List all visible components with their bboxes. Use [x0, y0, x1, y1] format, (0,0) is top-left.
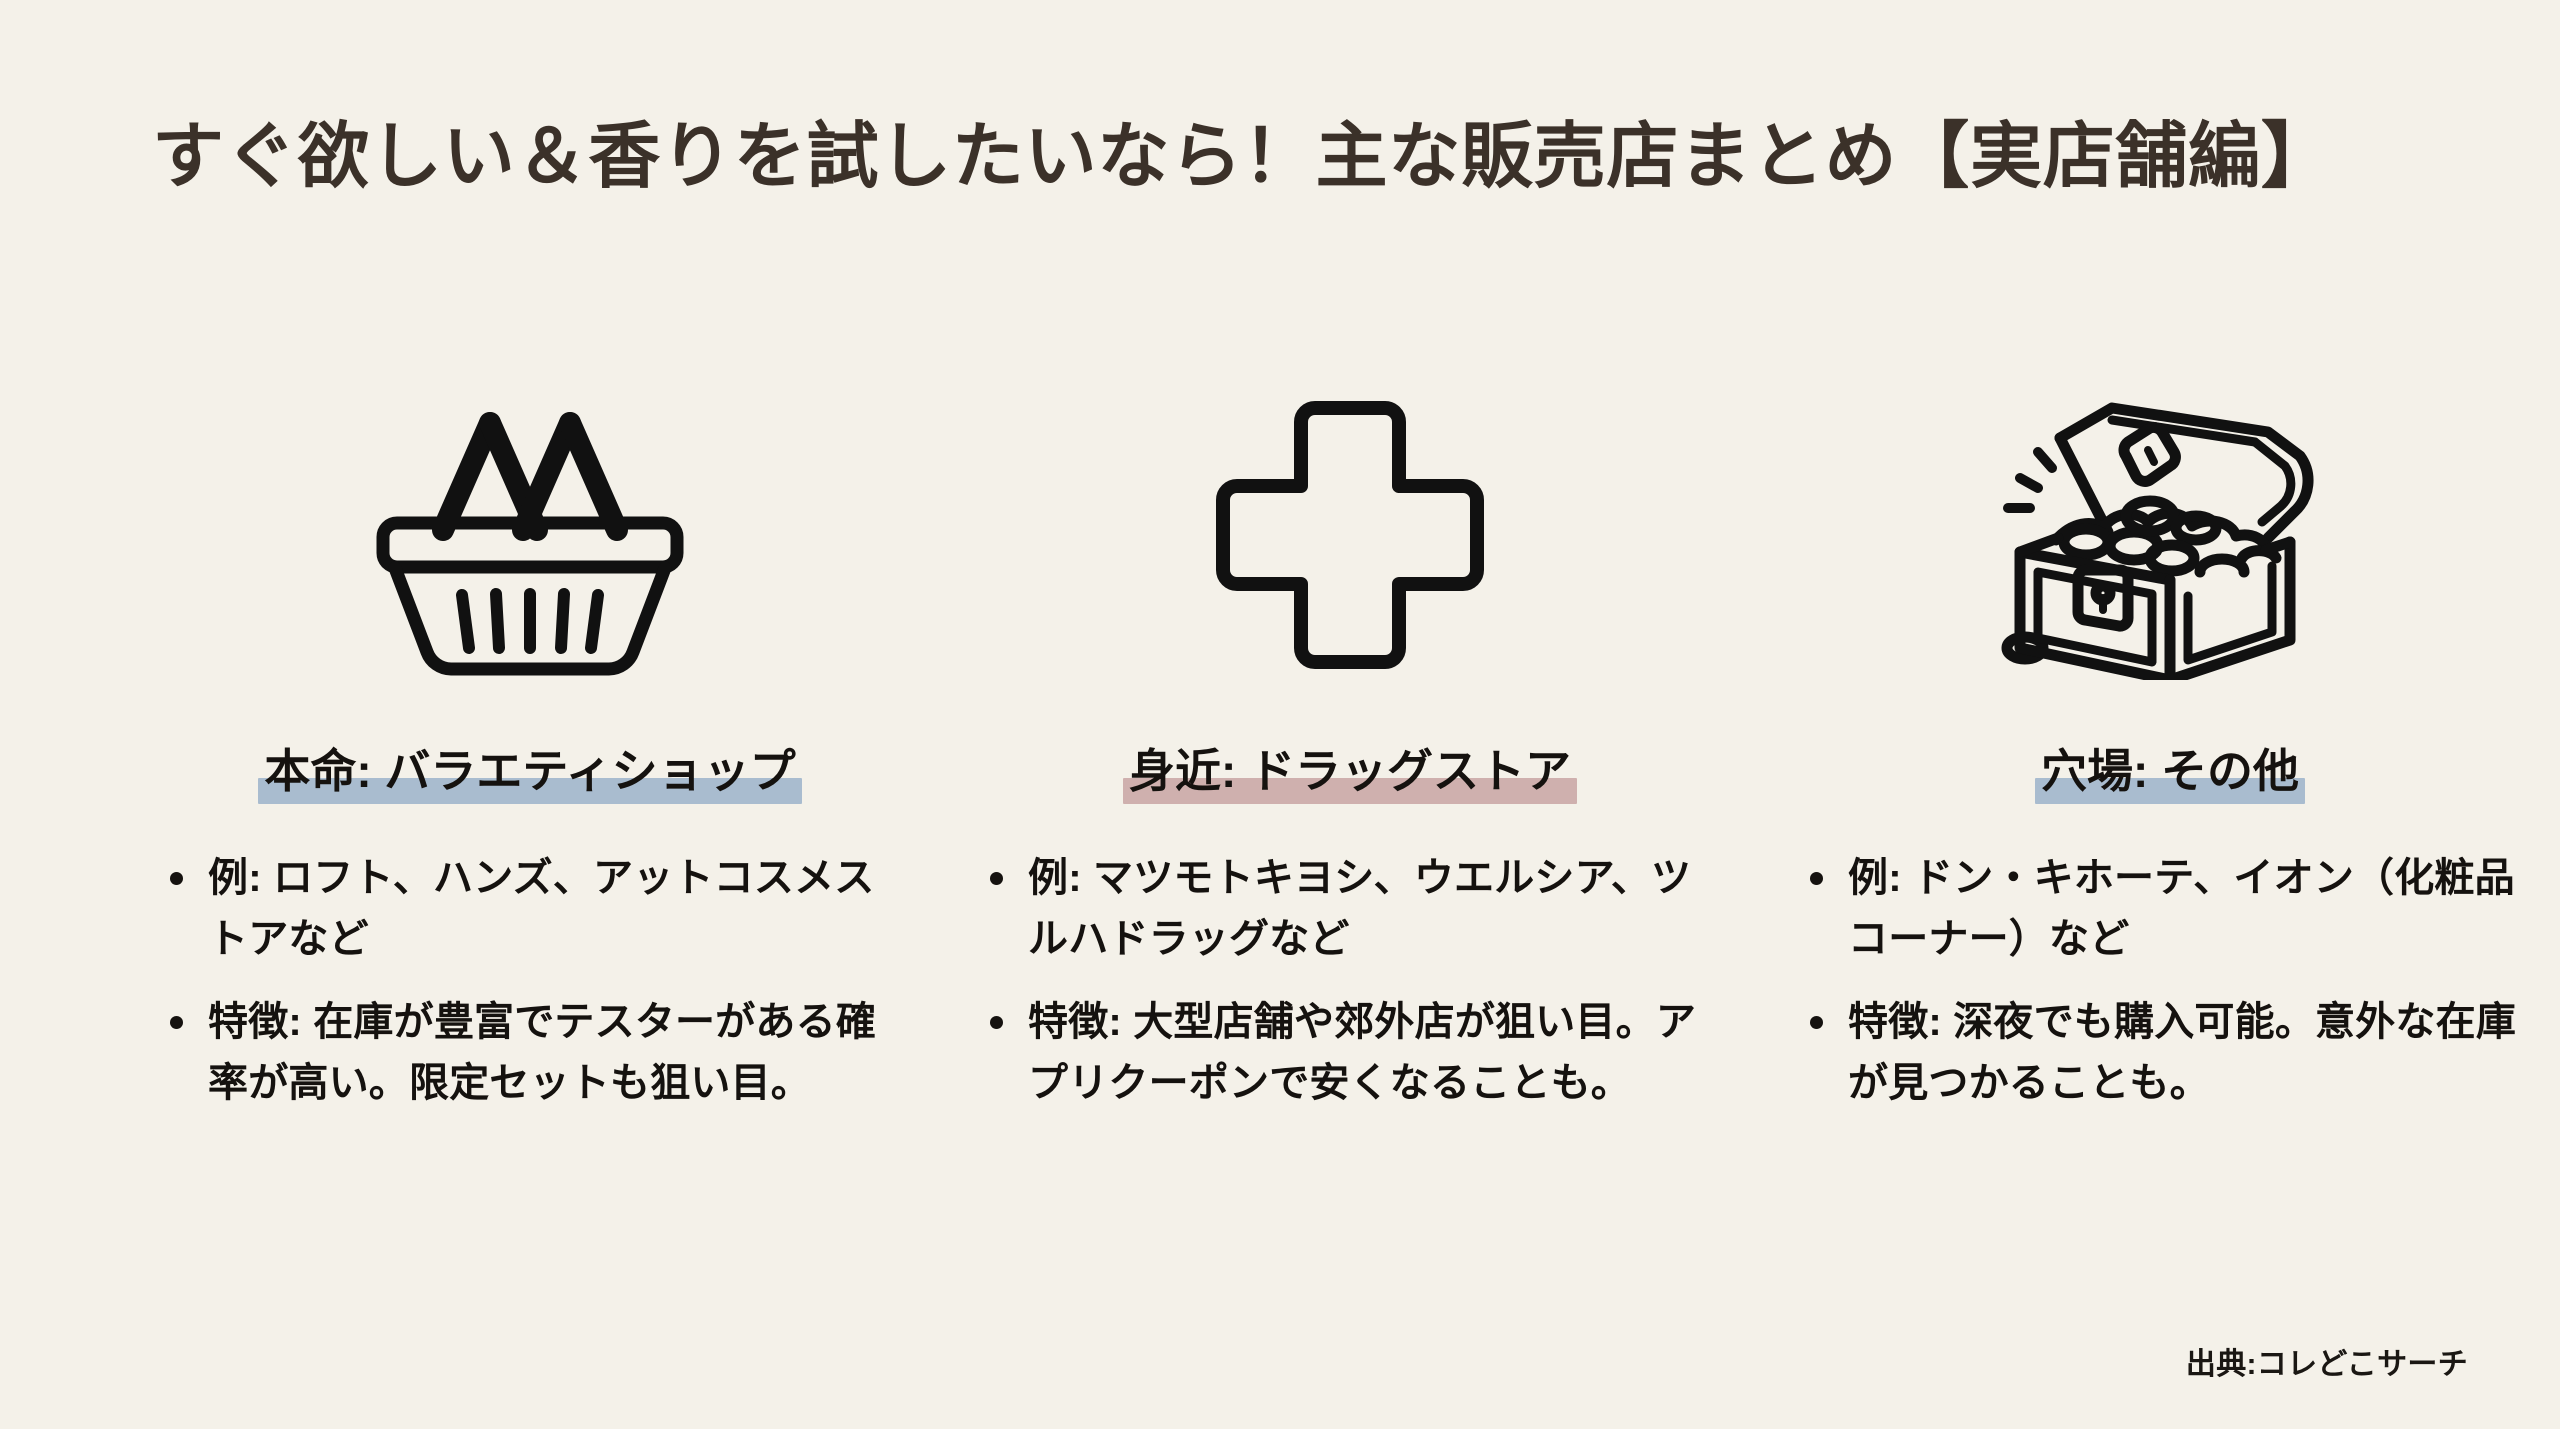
list-item-text: 例: ドン・キホーテ、イオン（化粧品コーナー）など [1848, 856, 2515, 962]
heading-row: 穴場: その他 [1780, 744, 2560, 805]
heading-row: 身近: ドラッグストア [960, 744, 1740, 805]
column-heading: 身近: ドラッグストア [1122, 744, 1578, 805]
list-item: 例: ドン・キホーテ、イオン（化粧品コーナー）など [1802, 848, 2522, 970]
list-item-text: 特徴: 深夜でも購入可能。意外な在庫 が見つかることも。 [1848, 999, 2517, 1105]
bullet-dot-icon [170, 872, 183, 886]
treasure-chest-icon [1780, 340, 2560, 730]
bullet-dot-icon [990, 872, 1003, 886]
bullet-list: 例: マツモトキヨシ、ウエルシア、ツルハドラッグなど 特徴: 大型店舗や郊外店が… [982, 848, 1702, 1135]
heading-row: 本命: バラエティショップ [140, 744, 920, 805]
bullet-dot-icon [990, 1015, 1003, 1029]
column-other: 穴場: その他 例: ドン・キホーテ、イオン（化粧品コーナー）など 特徴: 深夜… [1780, 340, 2560, 1135]
list-item: 特徴: 在庫が豊富でテスターがある確率が高い。限定セットも狙い目。 [162, 992, 882, 1114]
list-item: 例: ロフト、ハンズ、アットコスメストアなど [162, 848, 882, 970]
bullet-dot-icon [1810, 872, 1823, 886]
medical-cross-icon [960, 340, 1740, 730]
heading-highlight [1122, 778, 1578, 805]
column-heading-label: 穴場: その他 [2040, 745, 2300, 797]
list-item-text: 例: ロフト、ハンズ、アットコスメストアなど [208, 856, 875, 962]
list-item-text: 例: マツモトキヨシ、ウエルシア、ツルハドラッグなど [1028, 856, 1692, 962]
bullet-list: 例: ロフト、ハンズ、アットコスメストアなど 特徴: 在庫が豊富でテスターがある… [162, 848, 882, 1135]
bullet-list: 例: ドン・キホーテ、イオン（化粧品コーナー）など 特徴: 深夜でも購入可能。意… [1802, 848, 2522, 1135]
heading-highlight [2034, 778, 2306, 805]
columns-container: 本命: バラエティショップ 例: ロフト、ハンズ、アットコスメストアなど 特徴:… [0, 340, 2560, 1135]
column-variety-shop: 本命: バラエティショップ 例: ロフト、ハンズ、アットコスメストアなど 特徴:… [140, 340, 920, 1135]
list-item: 例: マツモトキヨシ、ウエルシア、ツルハドラッグなど [982, 848, 1702, 970]
heading-highlight [258, 778, 802, 805]
list-item: 特徴: 深夜でも購入可能。意外な在庫 が見つかることも。 [1802, 992, 2522, 1114]
column-heading: 本命: バラエティショップ [258, 744, 802, 805]
list-item-text: 特徴: 大型店舗や郊外店が狙い目。アプリクーポンで安くなることも。 [1028, 999, 1697, 1105]
list-item-text: 特徴: 在庫が豊富でテスターがある確率が高い。限定セットも狙い目。 [208, 999, 877, 1105]
column-heading: 穴場: その他 [2034, 744, 2306, 805]
page-title: すぐ欲しい＆香りを試したいなら！主な販売店まとめ【実店舗編】 [152, 117, 2334, 197]
column-heading-label: 本命: バラエティショップ [264, 745, 796, 797]
list-item: 特徴: 大型店舗や郊外店が狙い目。アプリクーポンで安くなることも。 [982, 992, 1702, 1114]
bullet-dot-icon [1810, 1015, 1823, 1029]
shopping-basket-icon [140, 340, 920, 730]
source-credit: 出典:コレどこサーチ [2185, 1348, 2468, 1381]
column-drugstore: 身近: ドラッグストア 例: マツモトキヨシ、ウエルシア、ツルハドラッグなど 特… [960, 340, 1740, 1135]
bullet-dot-icon [170, 1015, 183, 1029]
column-heading-label: 身近: ドラッグストア [1128, 745, 1572, 797]
